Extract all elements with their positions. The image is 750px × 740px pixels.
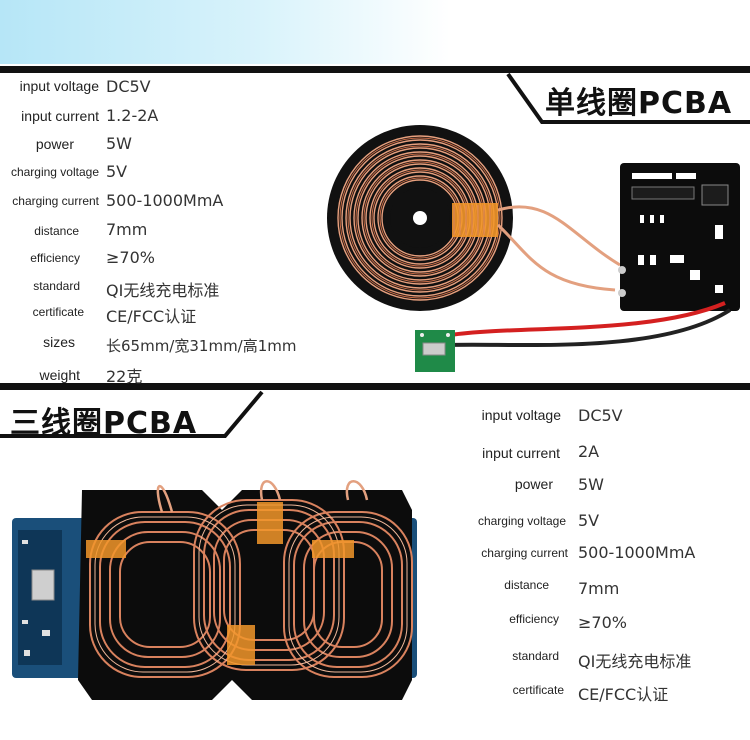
- triple-spec-value: 5W: [578, 475, 604, 494]
- triple-spec-label: charging voltage: [477, 514, 566, 528]
- triple-spec-value: ≥70%: [578, 613, 627, 632]
- single-spec-label: weight: [39, 367, 80, 383]
- single-spec-value: 22克: [106, 367, 143, 386]
- single-title-frame: [506, 72, 750, 124]
- triple-spec-label: distance: [504, 578, 549, 592]
- triple-spec-value: 7mm: [578, 579, 620, 598]
- single-spec-value: DC5V: [106, 77, 151, 96]
- top-banner: [0, 0, 750, 64]
- triple-spec-value: 2A: [578, 442, 600, 461]
- triple-coil-photo: [12, 480, 417, 700]
- single-coil-photo: [327, 125, 740, 372]
- triple-spec-label: power: [514, 476, 553, 492]
- single-spec-label: charging voltage: [10, 165, 99, 179]
- single-spec-label: distance: [34, 224, 79, 238]
- single-spec-value: ≥70%: [106, 248, 155, 267]
- triple-spec-value: CE/FCC认证: [578, 685, 669, 704]
- triple-spec-label: input voltage: [481, 407, 561, 423]
- single-spec-value: 7mm: [106, 220, 148, 239]
- divider-top: [0, 66, 750, 73]
- triple-spec-value: 500-1000MmA: [578, 543, 696, 562]
- triple-spec-label: charging current: [481, 546, 568, 560]
- triple-title-frame: [0, 390, 264, 438]
- single-spec-value: 5V: [106, 162, 128, 181]
- divider-middle: [0, 383, 750, 390]
- triple-title: 三线圈PCBA: [10, 406, 198, 441]
- single-spec-value: 5W: [106, 134, 132, 153]
- single-spec-label: power: [35, 136, 74, 152]
- triple-spec-value: QI无线充电标准: [578, 652, 692, 671]
- single-spec-value: CE/FCC认证: [106, 307, 197, 326]
- single-spec-label: input current: [21, 108, 99, 124]
- single-spec-label: standard: [33, 279, 80, 293]
- triple-spec-label: input current: [482, 445, 560, 461]
- single-spec-value: 1.2-2A: [106, 106, 159, 125]
- triple-spec-label: efficiency: [509, 612, 559, 626]
- triple-spec-label: certificate: [512, 683, 564, 697]
- single-title: 单线圈PCBA: [545, 86, 733, 121]
- triple-spec-label: standard: [512, 649, 559, 663]
- single-spec-label: sizes: [43, 334, 75, 350]
- single-spec-label: efficiency: [30, 251, 80, 265]
- single-spec-value: 500-1000MmA: [106, 191, 224, 210]
- single-spec-label: charging current: [12, 194, 99, 208]
- single-spec-label: input voltage: [19, 78, 99, 94]
- single-spec-label: certificate: [32, 305, 84, 319]
- triple-spec-value: 5V: [578, 511, 600, 530]
- triple-spec-value: DC5V: [578, 406, 623, 425]
- single-spec-value: QI无线充电标准: [106, 281, 220, 300]
- single-spec-value: 长65mm/宽31mm/高1mm: [106, 337, 297, 355]
